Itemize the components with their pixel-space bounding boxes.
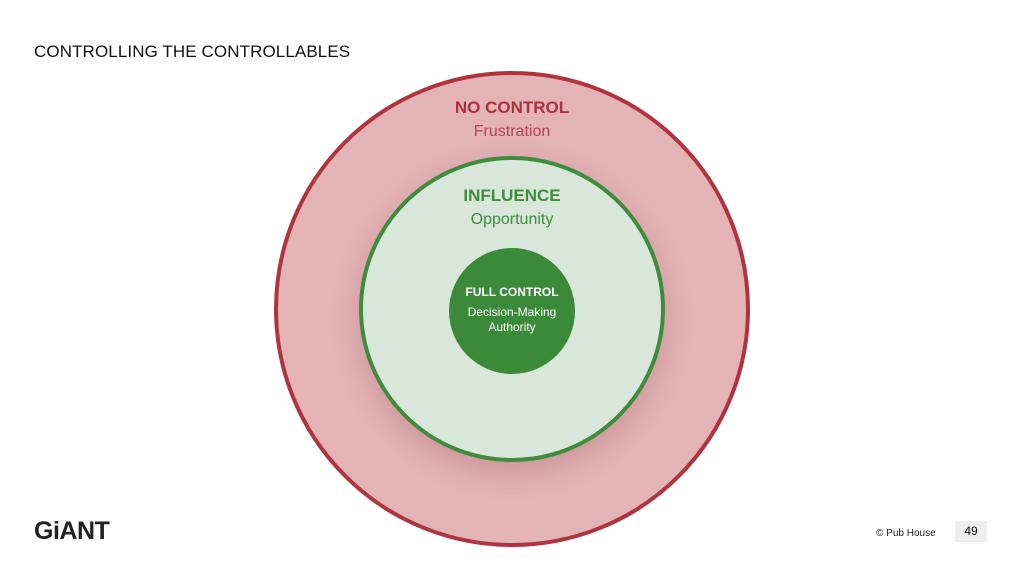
- giant-logo: GiANT: [34, 517, 110, 545]
- slide-title: CONTROLLING THE CONTROLLABLES: [34, 42, 351, 61]
- copyright-text: © Pub House: [876, 528, 936, 539]
- page-number: 49: [955, 521, 987, 542]
- opportunity-label: Opportunity: [470, 211, 554, 228]
- influence-label: INFLUENCE: [463, 186, 561, 205]
- frustration-label: Frustration: [473, 123, 551, 140]
- no-control-label: NO CONTROL: [454, 98, 570, 117]
- decision-making-authority-label: Decision-Making Authority: [467, 305, 557, 334]
- full-control-label: FULL CONTROL: [465, 285, 559, 299]
- full-control-circle: [449, 248, 575, 374]
